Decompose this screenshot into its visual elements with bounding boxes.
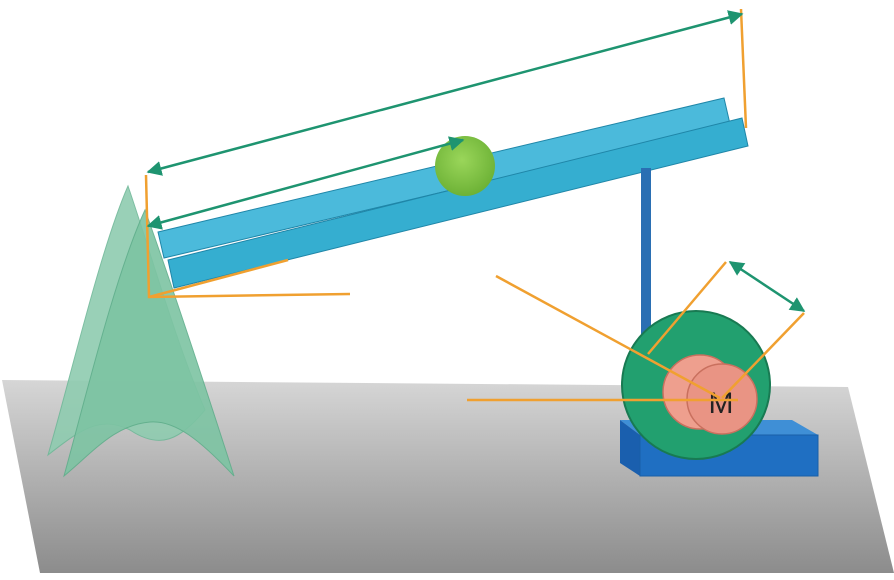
beam-angle-reference-line	[148, 258, 289, 299]
crank-radius-line	[721, 312, 805, 399]
ball-position-arrow	[146, 136, 465, 230]
push-rod	[641, 168, 651, 353]
beam-right-extension-line	[739, 8, 748, 129]
dimension-arrows	[146, 10, 806, 313]
wheel-angle-pointer-line	[495, 274, 721, 400]
motor-label: M	[709, 387, 734, 420]
crank-arm-line	[647, 261, 727, 355]
motor-base-side	[620, 420, 640, 476]
crank-radius-arrow	[728, 260, 806, 313]
pivot-support-front	[63, 208, 235, 478]
